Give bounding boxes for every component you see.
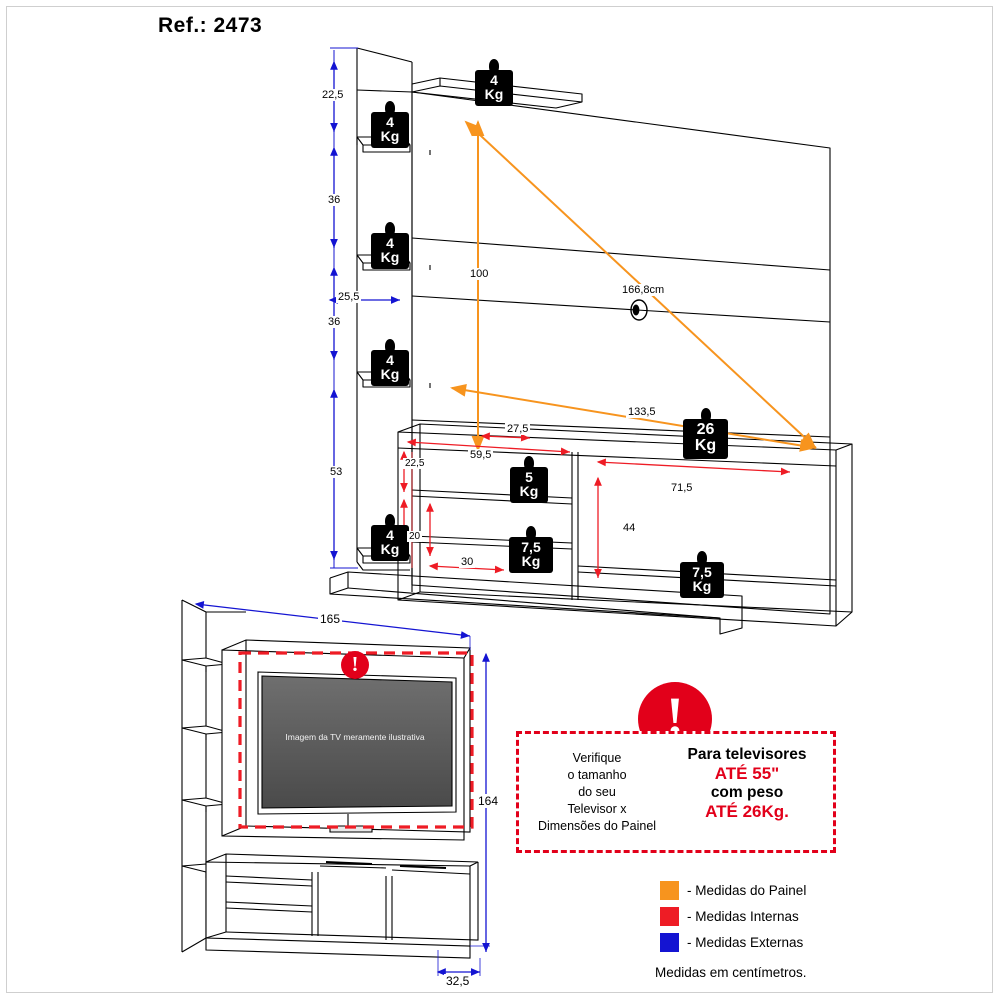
tag-unit: Kg (484, 86, 504, 103)
dim-30: 30 (459, 556, 476, 568)
legend: - Medidas do Painel - Medidas Internas -… (660, 877, 990, 955)
warning-line-1: Verifique (572, 751, 622, 765)
warning-spec-line-4: ATÉ 26Kg. (705, 802, 789, 821)
weight-tag-shelf-3: 4 Kg (371, 339, 409, 386)
tag-unit: Kg (380, 128, 400, 145)
weight-tag-shelf-2: 4 Kg (371, 222, 409, 269)
warning-spec-line-3: com peso (710, 784, 784, 801)
tag-value: 4 (386, 114, 394, 130)
weight-tag-shelf-1: 4 Kg (371, 101, 409, 148)
dim-165: 165 (318, 612, 343, 626)
page-border (6, 6, 993, 993)
tag-value: 26 (696, 421, 715, 438)
warning-spec-line-2: ATÉ 55" (714, 764, 780, 783)
tag-unit: Kg (380, 249, 400, 266)
dim-133-5: 133,5 (626, 406, 658, 418)
dim-22-5-shelf: 22,5 (403, 458, 427, 469)
tag-unit: Kg (694, 437, 717, 455)
dim-36-lower: 36 (326, 316, 343, 328)
tag-unit: Kg (519, 483, 539, 500)
warning-line-5: Dimensões do Painel (537, 818, 657, 833)
legend-item-internas: - Medidas Internas (660, 903, 990, 929)
weight-tag-niche-5: 5 Kg (510, 456, 548, 503)
tag-pin-icon (385, 514, 395, 528)
tag-value: 7,5 (521, 539, 541, 555)
tag-pin-icon (489, 59, 499, 73)
tag-unit: Kg (692, 578, 712, 595)
legend-item-externas: - Medidas Externas (660, 929, 990, 955)
dim-20: 20 (407, 531, 423, 542)
legend-swatch-blue (660, 932, 679, 952)
tag-value: 4 (490, 72, 498, 88)
warning-icon-small: ! (341, 651, 369, 679)
tag-value: 4 (386, 352, 394, 368)
legend-swatch-orange (660, 880, 679, 900)
tag-value: 5 (525, 469, 533, 485)
dim-36-upper: 36 (326, 194, 343, 206)
tag-pin-icon (697, 551, 707, 565)
weight-tag-shelf-4: 4 Kg (371, 514, 409, 561)
dim-100: 100 (468, 268, 491, 280)
dim-71-5: 71,5 (669, 482, 695, 494)
dim-diagonal: 166,8cm (620, 284, 667, 296)
tag-pin-icon (700, 408, 711, 422)
legend-label-externas: - Medidas Externas (687, 934, 804, 950)
dim-164: 164 (476, 794, 501, 808)
legend-note: Medidas em centímetros. (655, 965, 807, 980)
tag-value: 7,5 (692, 564, 712, 580)
warning-line-4: Televisor x (567, 801, 627, 816)
tag-unit: Kg (380, 366, 400, 383)
page-title: Ref.: 2473 (158, 14, 263, 37)
dim-44: 44 (621, 522, 638, 534)
dim-59-5: 59,5 (468, 449, 494, 461)
dim-53: 53 (328, 466, 345, 478)
weight-tag-panel-tv: 26 Kg (683, 408, 728, 459)
warning-spec-line-1: Para televisores (687, 746, 807, 763)
legend-item-painel: - Medidas do Painel (660, 877, 990, 903)
tv-warning-box: Verifique o tamanho do seu Televisor x D… (516, 731, 836, 853)
tag-unit: Kg (380, 541, 400, 558)
tv-illustrative-caption: Imagem da TV meramente ilustrativa (285, 732, 425, 742)
weight-tag-top: 4 Kg (475, 59, 513, 106)
tag-pin-icon (385, 101, 395, 115)
dim-22-5-top: 22,5 (320, 89, 346, 101)
tag-pin-icon (385, 339, 395, 353)
legend-swatch-red (660, 906, 679, 926)
warning-check-text: Verifique o tamanho do seu Televisor x D… (537, 750, 657, 834)
warning-line-2: o tamanho (567, 767, 627, 782)
dim-25-5: 25,5 (336, 291, 362, 303)
tag-unit: Kg (521, 553, 541, 570)
tag-value: 4 (386, 527, 394, 543)
legend-label-painel: - Medidas do Painel (687, 882, 807, 898)
tag-pin-icon (524, 456, 534, 470)
legend-label-internas: - Medidas Internas (687, 908, 799, 924)
weight-tag-niche-75: 7,5 Kg (509, 526, 553, 573)
tag-value: 4 (386, 235, 394, 251)
warning-line-3: do seu (578, 784, 616, 799)
tag-pin-icon (385, 222, 395, 236)
weight-tag-door-75: 7,5 Kg (680, 551, 724, 598)
dim-32-5: 32,5 (444, 974, 472, 988)
warning-spec-text: Para televisores ATÉ 55" com peso ATÉ 26… (661, 746, 833, 822)
dim-27-5: 27,5 (505, 423, 531, 435)
tag-pin-icon (526, 526, 536, 540)
